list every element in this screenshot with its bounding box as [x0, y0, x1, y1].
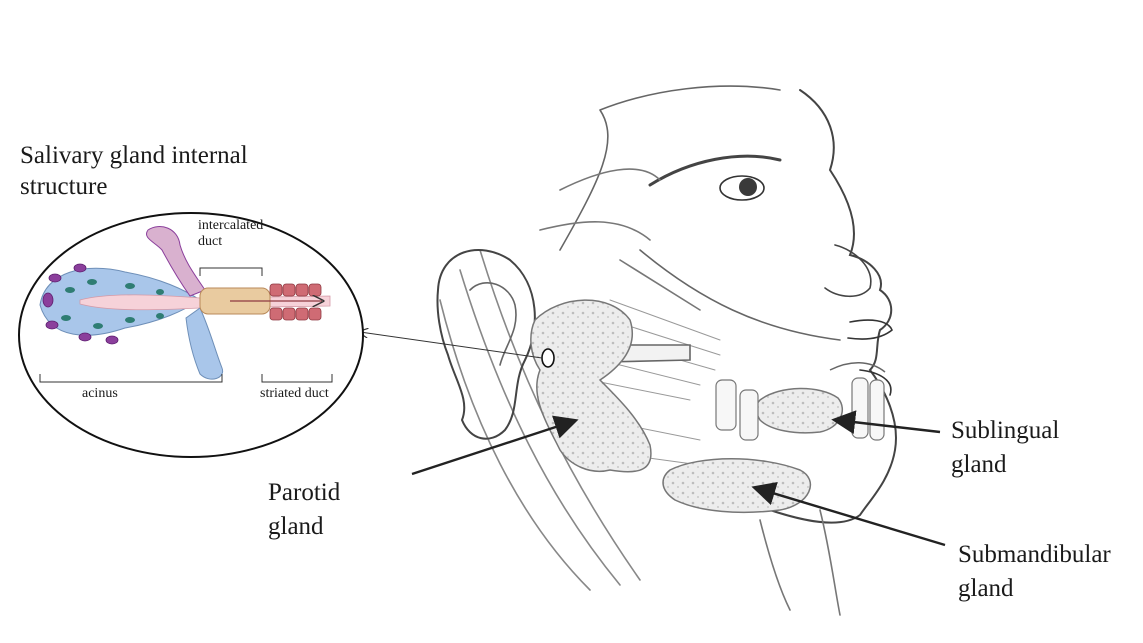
- inset-title-line2: structure: [20, 171, 248, 202]
- striated-duct-label: striated duct: [260, 386, 329, 402]
- tongue: [830, 363, 885, 372]
- intercalated-line1: intercalated: [198, 218, 263, 234]
- inset-title: Salivary gland internal structure: [20, 140, 248, 202]
- sublingual-line2: gland: [951, 448, 1059, 482]
- parotid-line1: Parotid: [268, 476, 340, 510]
- submandibular-line1: Submandibular: [958, 538, 1111, 572]
- parotid-line2: gland: [268, 510, 340, 544]
- acinus-label: acinus: [82, 386, 118, 402]
- submandibular-line2: gland: [958, 572, 1111, 606]
- pupil: [739, 178, 757, 196]
- internal-structure-inset: [19, 213, 363, 457]
- parotid-region-marker: [542, 349, 554, 367]
- neck-front: [760, 510, 840, 615]
- parotid-arrow: [412, 421, 574, 474]
- inset-title-line1: Salivary gland internal: [20, 140, 248, 171]
- inset-pointer-line: [360, 332, 542, 358]
- nose: [825, 245, 871, 296]
- submandibular-arrow: [756, 488, 945, 545]
- sublingual-gland-shape: [756, 388, 842, 432]
- sublingual-line1: Sublingual: [951, 414, 1059, 448]
- ear-inner: [470, 283, 516, 365]
- submandibular-gland-shape: [663, 459, 810, 513]
- sublingual-gland-label: Sublingual gland: [951, 414, 1059, 482]
- intercalated-duct-label: intercalated duct: [198, 218, 263, 250]
- temple-lines: [540, 169, 700, 310]
- parotid-gland-label: Parotid gland: [268, 476, 340, 544]
- submandibular-gland-label: Submandibular gland: [958, 538, 1111, 606]
- face-profile: [770, 90, 896, 523]
- parotid-gland-shape: [531, 300, 651, 472]
- intercalated-line2: duct: [198, 234, 263, 250]
- head-illustration: [437, 86, 895, 615]
